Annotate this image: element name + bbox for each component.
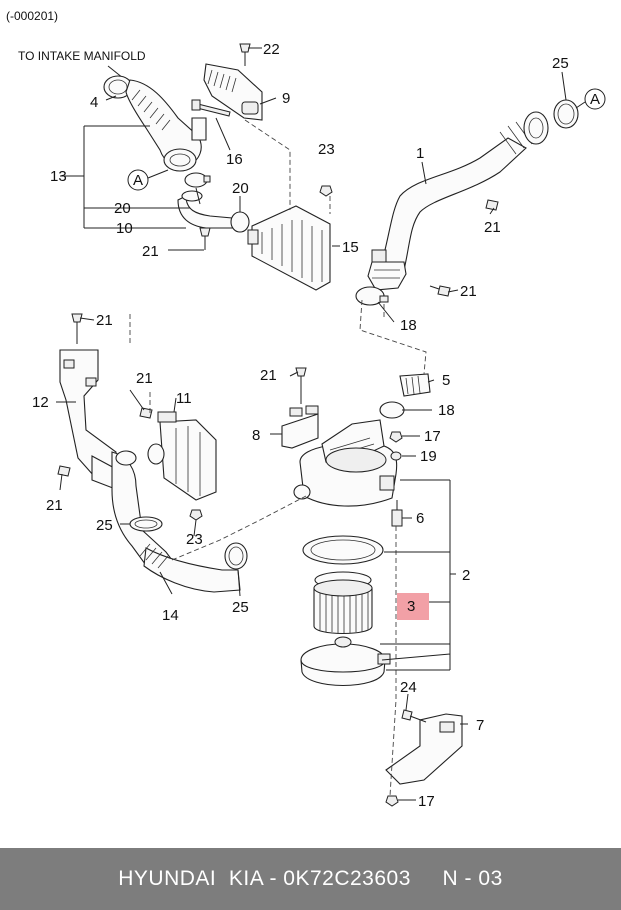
callout-14: 14 <box>162 607 179 624</box>
ref-marker-a-left: A <box>127 169 169 191</box>
svg-text:A: A <box>590 91 600 108</box>
callout-3: 3 <box>407 598 415 615</box>
resonator-11-part <box>147 411 217 501</box>
nut-23-upper <box>319 185 333 197</box>
callout-10: 10 <box>116 220 133 237</box>
callout-22: 22 <box>263 41 280 58</box>
callout-25-right: 25 <box>232 599 249 616</box>
footer-bar: HYUNDAI KIA - 0K72C23603 N - 03 <box>0 848 621 910</box>
clamp-25-upper <box>553 99 579 129</box>
callout-17-lower: 17 <box>418 793 435 810</box>
callout-18-lower: 18 <box>438 402 455 419</box>
clamp-18-upper <box>355 286 389 306</box>
nut-23-lower <box>189 509 203 521</box>
callout-20-a: 20 <box>114 200 131 217</box>
callout-numbers: 4 22 9 13 16 23 20 20 10 21 15 1 25 21 2… <box>32 41 569 810</box>
air-cleaner-lower-case <box>300 636 391 686</box>
callout-17-upper: 17 <box>424 428 441 445</box>
callout-9: 9 <box>282 90 290 107</box>
bolt-21-duct-b <box>429 285 451 297</box>
bolt-21-resonator <box>139 407 153 419</box>
bolt-21-bracket-8 <box>295 367 307 404</box>
nut-17-lower <box>385 795 399 807</box>
bracket-8-part <box>281 405 319 449</box>
air-duct-1-part <box>367 111 549 291</box>
bolt-16 <box>191 99 231 117</box>
callout-7: 7 <box>476 717 484 734</box>
valve-6-part <box>391 500 403 527</box>
callout-23-upper: 23 <box>318 141 335 158</box>
callout-21-g: 21 <box>260 367 277 384</box>
callout-21-f: 21 <box>46 497 63 514</box>
callout-21-c: 21 <box>460 283 477 300</box>
gasket-ring-part <box>302 535 384 565</box>
washer-19 <box>390 451 402 461</box>
callout-16: 16 <box>226 151 243 168</box>
callout-23-lower: 23 <box>186 531 203 548</box>
ref-marker-a-right: A <box>575 88 606 110</box>
bolt-21-bracket-bottom <box>57 465 71 477</box>
callout-25-left: 25 <box>96 517 113 534</box>
callout-8: 8 <box>252 427 260 444</box>
hose-10-part <box>177 190 250 233</box>
clamp-20-upper <box>184 172 211 188</box>
callout-2: 2 <box>462 567 470 584</box>
callout-18-upper: 18 <box>400 317 417 334</box>
air-cleaner-upper-case <box>293 419 398 507</box>
code-range-label: (-000201) <box>6 9 58 23</box>
callout-4: 4 <box>90 94 98 111</box>
hose-14-part <box>111 450 241 593</box>
callout-6: 6 <box>416 510 424 527</box>
bracket-7-part <box>385 713 463 785</box>
air-filter-element-3 <box>313 571 373 634</box>
clamp-25-lower-left <box>129 516 163 532</box>
clamp-25-lower-right <box>224 542 248 570</box>
callout-1: 1 <box>416 145 424 162</box>
callout-11: 11 <box>176 390 192 407</box>
bolt-22 <box>239 43 251 66</box>
highlight-part-3 <box>397 593 429 620</box>
footer-part-number: HYUNDAI KIA - 0K72C23603 N - 03 <box>118 867 503 890</box>
callout-21-b: 21 <box>484 219 501 236</box>
bolt-21-upper <box>199 227 211 250</box>
callout-12: 12 <box>32 394 49 411</box>
resonator-15-part <box>247 205 331 291</box>
bolt-24 <box>401 709 427 723</box>
bracket-9-part <box>203 63 263 121</box>
clamp-18-lower <box>379 401 405 419</box>
bolt-21-duct-a <box>485 199 499 211</box>
callout-13: 13 <box>50 168 67 185</box>
callout-21-d: 21 <box>96 312 113 329</box>
duct-5-part <box>399 373 431 397</box>
callout-5: 5 <box>442 372 450 389</box>
callout-21-a: 21 <box>142 243 159 260</box>
bolt-21-bracket-top <box>71 313 83 344</box>
intake-hose-part <box>103 75 207 172</box>
callout-25-upper: 25 <box>552 55 569 72</box>
callout-19: 19 <box>420 448 437 465</box>
callout-24: 24 <box>400 679 417 696</box>
intake-manifold-label: TO INTAKE MANIFOLD <box>18 49 146 63</box>
callout-15: 15 <box>342 239 359 256</box>
nut-17-upper <box>389 431 403 443</box>
svg-text:A: A <box>133 172 143 189</box>
callout-21-e: 21 <box>136 370 153 387</box>
callout-20-b: 20 <box>232 180 249 197</box>
